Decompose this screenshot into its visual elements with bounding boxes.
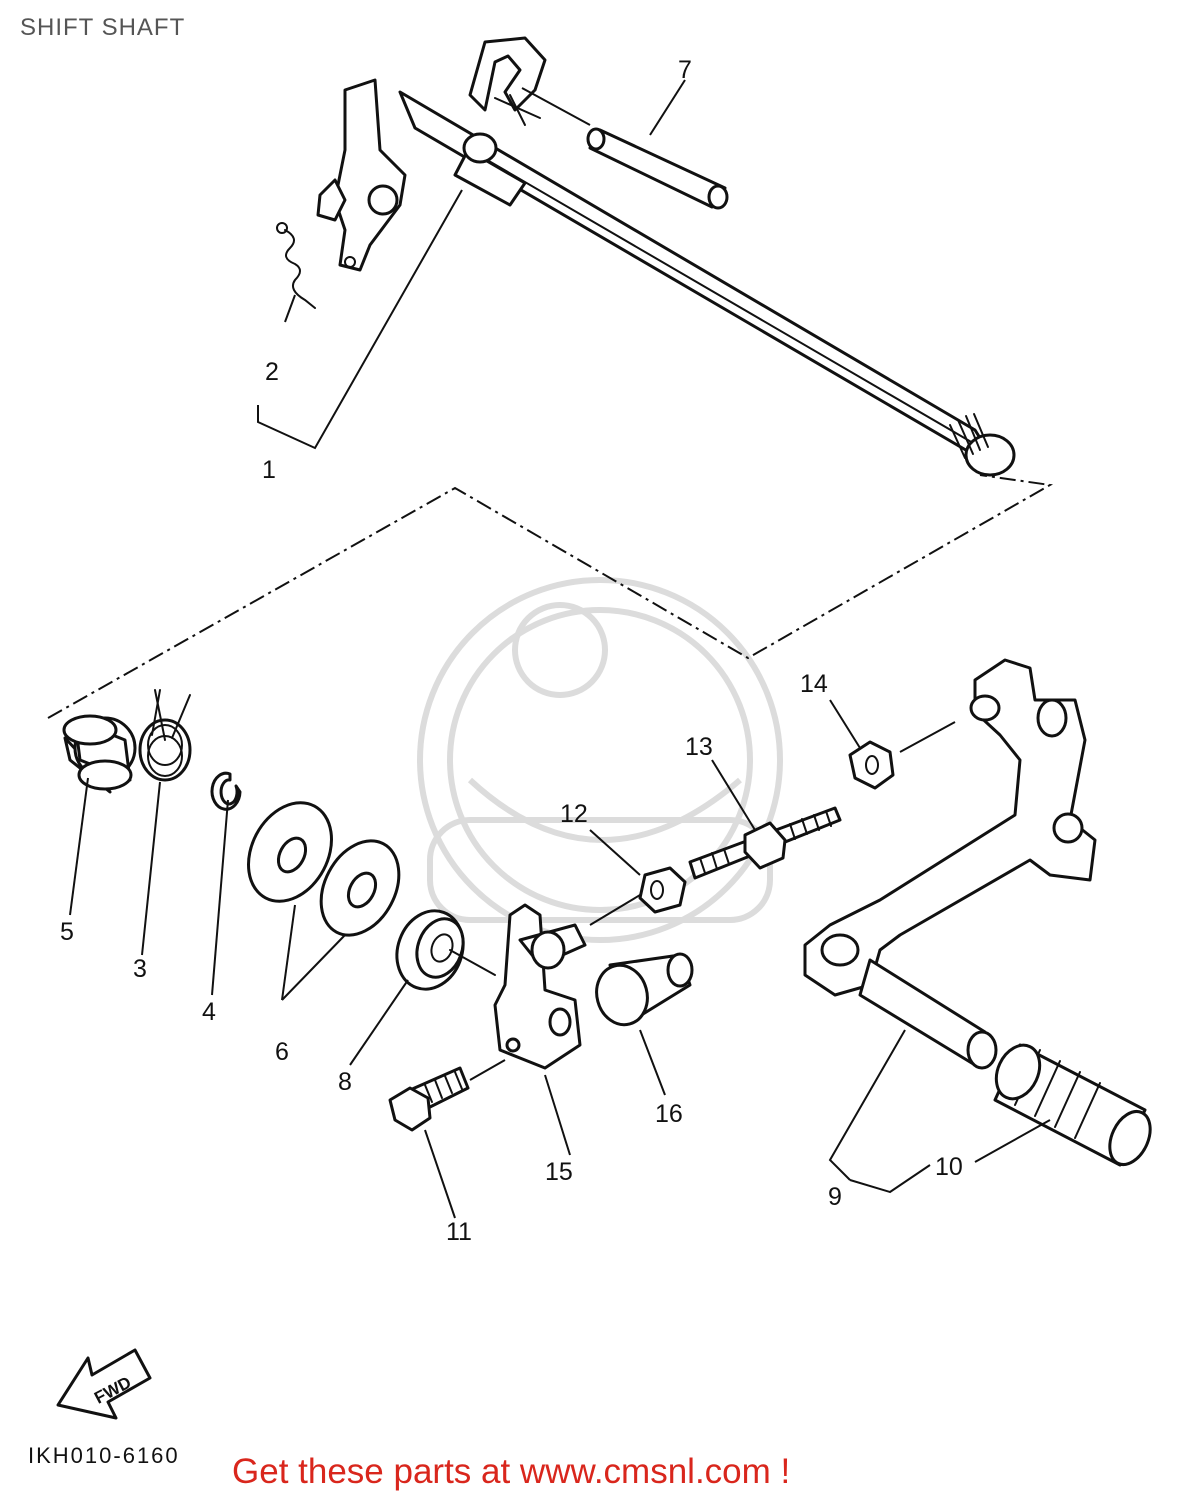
leader-lines <box>69 79 1051 1219</box>
callout-3: 3 <box>133 955 147 983</box>
pedal-rubber-10 <box>993 1043 1152 1167</box>
callout-12: 12 <box>560 800 588 828</box>
collar-5 <box>62 714 137 794</box>
torsion-spring-3 <box>138 689 192 782</box>
joint-16 <box>595 952 694 1027</box>
callout-9: 9 <box>828 1183 842 1211</box>
page-title: SHIFT SHAFT <box>20 14 186 41</box>
callout-13: 13 <box>685 733 713 761</box>
callout-2: 2 <box>265 358 279 386</box>
bolt-11 <box>388 1059 506 1132</box>
callout-5: 5 <box>60 918 74 946</box>
nut-14 <box>848 721 956 790</box>
cmsnl-link[interactable]: Get these parts at www.cmsnl.com ! <box>232 1452 791 1491</box>
callout-labels: 1 2 3 4 5 6 7 8 9 10 11 12 13 14 15 16 <box>60 56 963 1246</box>
callout-14: 14 <box>800 670 828 698</box>
change-pedal-9 <box>803 658 1097 1070</box>
circlip-4 <box>210 771 242 811</box>
shift-shaft-assembly <box>276 36 1016 477</box>
callout-10: 10 <box>935 1153 963 1181</box>
callout-4: 4 <box>202 998 216 1026</box>
pin-7 <box>586 127 729 210</box>
callout-7: 7 <box>678 56 692 84</box>
fwd-arrow-icon: FWD <box>56 1348 152 1420</box>
shift-arm-15 <box>493 903 587 1070</box>
callout-11: 11 <box>446 1218 472 1246</box>
nut-12 <box>589 866 687 926</box>
callout-6: 6 <box>275 1038 289 1066</box>
washers-6 <box>247 801 401 937</box>
callout-16: 16 <box>655 1100 683 1128</box>
cmsnl-watermark <box>417 577 783 943</box>
diagram-part-code: IKH010-6160 <box>28 1443 180 1468</box>
adjusting-rod-13 <box>688 806 842 880</box>
callout-8: 8 <box>338 1068 352 1096</box>
callout-1: 1 <box>262 456 276 484</box>
callout-15: 15 <box>545 1158 573 1186</box>
bearing-8 <box>395 909 496 991</box>
assembly-boundary <box>47 474 1054 719</box>
